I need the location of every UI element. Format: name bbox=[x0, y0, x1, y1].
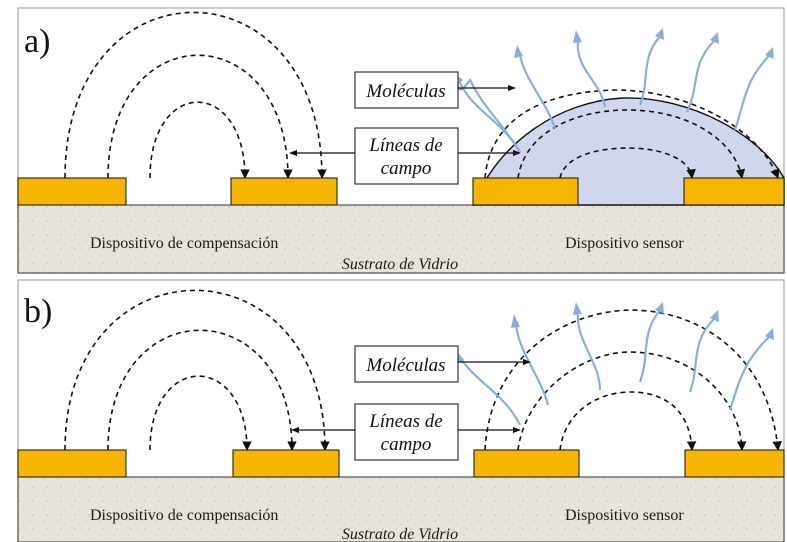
field-line-outer bbox=[64, 289, 330, 451]
molecule-arrow bbox=[454, 77, 521, 153]
panel-b: Moléculas Líneas de campo b) Dispositivo… bbox=[17, 279, 785, 542]
molecule-arrow bbox=[518, 54, 557, 129]
molecule-arrowhead bbox=[765, 328, 774, 340]
molecule-arrow bbox=[456, 77, 521, 153]
compensation-device-label: Dispositivo de compensación bbox=[90, 507, 278, 524]
field-line-middle bbox=[517, 351, 747, 451]
field-line-outer bbox=[484, 89, 780, 179]
molecule-arrow bbox=[688, 317, 716, 393]
molecules-callout bbox=[354, 345, 459, 383]
compensation-device-label: Dispositivo de compensación bbox=[90, 235, 278, 252]
glass-substrate bbox=[17, 204, 785, 274]
molecule-arrowhead bbox=[655, 28, 664, 40]
field-line-inner bbox=[559, 147, 696, 179]
sensor-device-label: Dispositivo sensor bbox=[565, 507, 684, 524]
field-line-middle bbox=[107, 329, 297, 451]
electrode bbox=[472, 177, 579, 206]
field-lines-callout bbox=[354, 403, 459, 461]
electrode bbox=[684, 449, 785, 478]
substrate-label: Sustrato de Vidrio bbox=[342, 526, 458, 542]
field-lines-callout bbox=[354, 127, 459, 185]
molecule-arrowhead bbox=[511, 314, 520, 328]
field-line-inner bbox=[149, 101, 250, 179]
sensor-device-label: Dispositivo sensor bbox=[565, 235, 684, 252]
molecules-callout bbox=[354, 71, 459, 109]
field-line-outer bbox=[64, 11, 327, 179]
molecule-arrow bbox=[638, 35, 661, 106]
molecule-arrowhead bbox=[710, 32, 719, 44]
field-lines-label-line2: campo bbox=[381, 158, 432, 179]
panel-a: Moléculas Líneas de campo a) Dispositivo… bbox=[17, 7, 785, 274]
molecule-arrow bbox=[686, 39, 716, 113]
electrode bbox=[17, 177, 127, 206]
electrode bbox=[683, 177, 785, 206]
field-line-middle bbox=[517, 109, 746, 179]
molecule-arrows bbox=[456, 302, 774, 426]
field-line-outer bbox=[484, 309, 783, 451]
field-lines-label-line1: Líneas de bbox=[368, 411, 442, 432]
electrode bbox=[17, 449, 127, 478]
molecule-arrow bbox=[514, 324, 550, 406]
molecules-label: Moléculas bbox=[365, 81, 445, 102]
molecule-arrow bbox=[459, 357, 521, 426]
field-lines-label-line2: campo bbox=[381, 434, 432, 455]
molecule-arrow bbox=[728, 335, 771, 411]
molecule-arrowhead bbox=[765, 47, 774, 59]
electrode bbox=[473, 449, 580, 478]
molecule-arrow bbox=[576, 311, 602, 391]
panel-b-frame bbox=[17, 279, 785, 542]
field-line-inner bbox=[559, 391, 697, 451]
molecule-arrowhead bbox=[655, 302, 664, 314]
electrode bbox=[232, 449, 340, 478]
panel-label: b) bbox=[24, 293, 52, 330]
glass-substrate bbox=[17, 476, 785, 542]
molecule-arrowhead bbox=[710, 310, 719, 322]
molecule-arrow bbox=[638, 309, 661, 383]
electrode bbox=[230, 177, 338, 206]
field-line-middle bbox=[107, 54, 293, 179]
field-line-inner bbox=[149, 375, 252, 451]
molecule-arrowhead bbox=[573, 302, 582, 315]
substrate-label: Sustrato de Vidrio bbox=[342, 256, 458, 273]
molecule-arrow bbox=[733, 54, 771, 131]
molecules-label: Moléculas bbox=[365, 355, 445, 376]
molecule-arrowhead bbox=[514, 45, 523, 58]
molecule-arrowhead bbox=[573, 30, 582, 43]
panel-label: a) bbox=[24, 23, 50, 60]
molecule-arrow bbox=[576, 39, 607, 108]
field-lines-label-line1: Líneas de bbox=[368, 135, 442, 156]
